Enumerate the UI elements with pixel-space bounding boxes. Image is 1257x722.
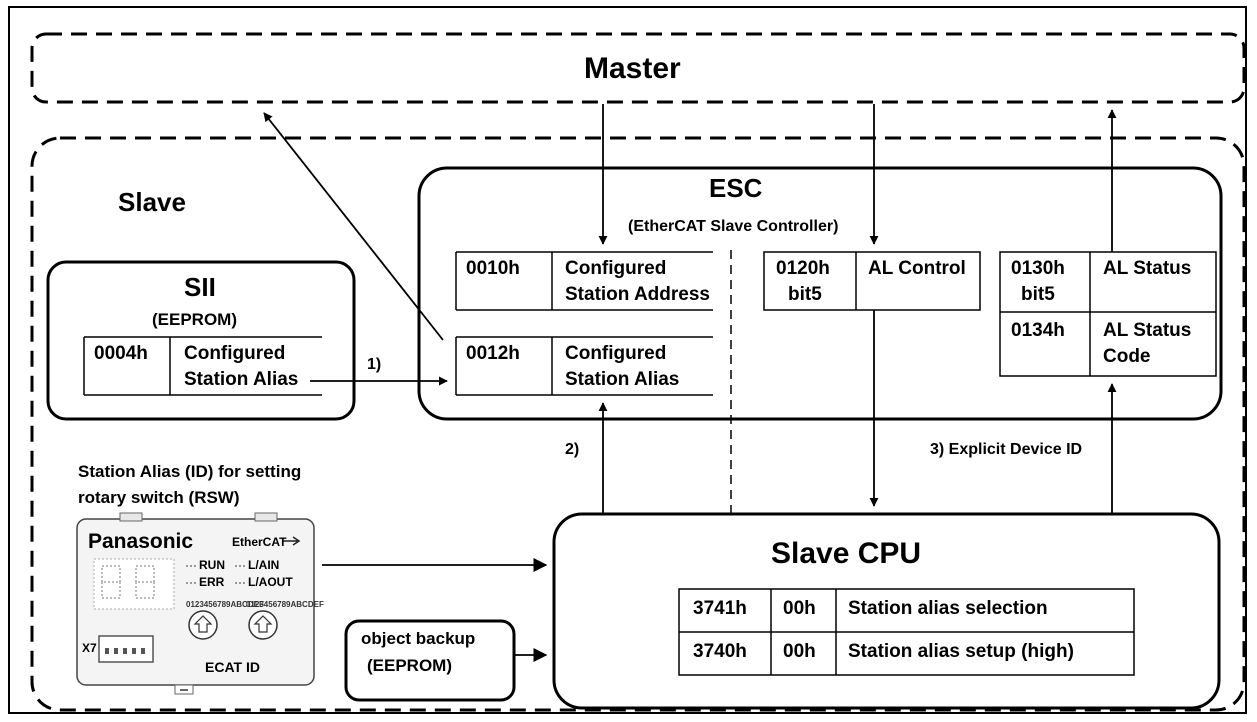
sii-title: SII	[184, 272, 216, 302]
sii-name-l1: Configured	[184, 343, 286, 364]
reg-0120-bit: bit5	[788, 284, 822, 305]
esc-subtitle: (EtherCAT Slave Controller)	[628, 218, 839, 235]
annotation-1: 1)	[367, 356, 382, 373]
reg-0130-addr: 0130h	[1011, 258, 1065, 279]
annotation-2: 2)	[565, 441, 580, 458]
cpu-row1-name: Station alias selection	[848, 598, 1048, 619]
arrows	[263, 104, 1117, 662]
device-led-laout: L/AOUT	[248, 575, 293, 589]
rsw-caption-l1: Station Alias (ID) for setting	[78, 462, 302, 481]
esc-reg-0012-table	[455, 336, 713, 396]
backup-label-l1: object backup	[361, 629, 476, 648]
device-drawing	[76, 512, 315, 695]
cpu-table	[678, 588, 1135, 676]
master-box	[30, 32, 1246, 104]
reg-0012-name-l2: Station Alias	[565, 369, 680, 390]
reg-0134-name-l2: Code	[1103, 346, 1151, 367]
reg-0120-name: AL Control	[868, 258, 966, 279]
reg-0130-bit: bit5	[1021, 284, 1055, 305]
backup-label-l2: (EEPROM)	[367, 656, 452, 675]
device-rotary-label: ECAT ID	[205, 659, 260, 675]
reg-0012-name-l1: Configured	[565, 343, 667, 364]
reg-0010-name-l2: Station Address	[565, 284, 710, 305]
cpu-row2-name: Station alias setup (high)	[848, 641, 1074, 662]
device-led-lain: L/AIN	[248, 558, 280, 572]
cpu-row2-value: 00h	[783, 641, 816, 662]
reg-0120-addr: 0120h	[776, 258, 830, 279]
cpu-title: Slave CPU	[771, 537, 922, 570]
device-led-run: RUN	[199, 558, 225, 572]
rsw-caption-l2: rotary switch (RSW)	[78, 488, 240, 507]
esc-reg-0010-table	[455, 251, 713, 311]
device-led-err: ERR	[199, 575, 225, 589]
esc-reg-0120-table	[763, 251, 981, 311]
reg-0012-addr: 0012h	[466, 343, 520, 364]
reg-0130-name: AL Status	[1103, 258, 1192, 279]
reg-0134-name-l1: AL Status	[1103, 320, 1192, 341]
sii-addr: 0004h	[94, 343, 148, 364]
esc-title: ESC	[709, 173, 763, 203]
sii-subtitle: (EEPROM)	[152, 310, 237, 329]
reg-0010-addr: 0010h	[466, 258, 520, 279]
device-bus-logo: EtherCAT	[232, 535, 287, 549]
cpu-row1-value: 00h	[783, 598, 816, 619]
cpu-box	[552, 512, 1221, 710]
diagram-frame	[8, 6, 1247, 714]
reg-0010-name-l1: Configured	[565, 258, 667, 279]
slave-box	[30, 136, 1246, 712]
reg-0134-addr: 0134h	[1011, 320, 1065, 341]
device-brand: Panasonic	[88, 530, 194, 553]
slave-label: Slave	[118, 187, 186, 217]
esc-box	[417, 166, 1223, 421]
arrow-0012-to-master	[263, 112, 444, 341]
esc-reg-0130-table	[999, 251, 1217, 377]
master-label: Master	[584, 52, 681, 85]
sii-name-l2: Station Alias	[184, 369, 299, 390]
sii-table	[83, 336, 322, 396]
cpu-row1-addr: 3741h	[693, 598, 747, 619]
cpu-row2-addr: 3740h	[693, 641, 747, 662]
annotation-3: 3) Explicit Device ID	[930, 441, 1083, 458]
sii-box	[46, 260, 356, 421]
backup-box	[344, 619, 516, 702]
device-connector-label: X7	[82, 641, 97, 655]
dial-digits-2: 0123456789ABCDEF	[246, 600, 324, 609]
dial-digits-1: 0123456789ABCDEF	[186, 600, 264, 609]
